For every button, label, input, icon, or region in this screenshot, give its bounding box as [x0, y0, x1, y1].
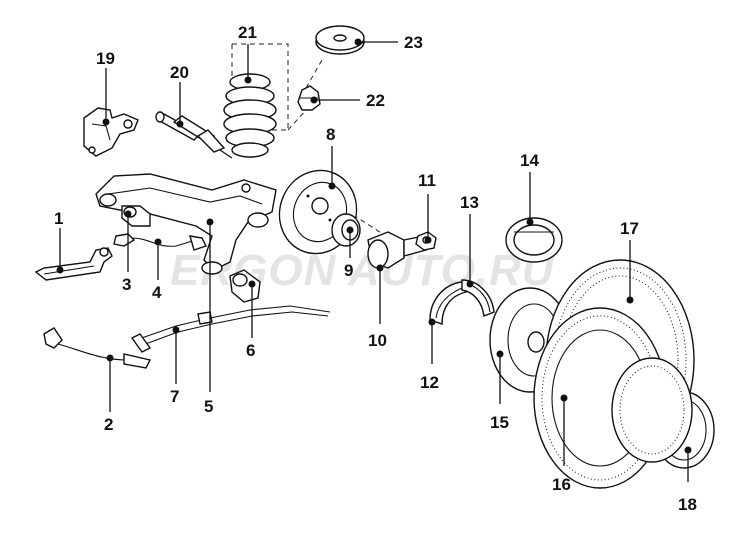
callout-14: 14 — [520, 151, 539, 170]
callout-7: 7 — [170, 387, 179, 406]
callout-23: 23 — [404, 33, 423, 52]
callout-6: 6 — [246, 341, 255, 360]
part-9-wheel-bearing — [331, 213, 361, 247]
part-2-sensor-cable — [43, 327, 152, 369]
callout-4: 4 — [152, 283, 162, 302]
callout-2: 2 — [104, 415, 113, 434]
callout-13: 13 — [460, 193, 479, 212]
callout-5: 5 — [204, 397, 213, 416]
callout-21: 21 — [238, 23, 257, 42]
part-18-hub-cap — [611, 357, 715, 469]
part-19-mount-bracket — [83, 107, 139, 157]
callout-9: 9 — [344, 261, 353, 280]
callout-20: 20 — [170, 63, 189, 82]
part-4-brake-pipe — [113, 233, 207, 251]
part-12-brake-shoe — [429, 281, 467, 325]
callout-8: 8 — [326, 125, 335, 144]
part-1-brake-hose — [34, 247, 113, 281]
part-23-spring-pad — [315, 25, 365, 55]
callouts: 1 2 3 4 5 6 7 8 9 10 11 12 13 — [54, 23, 697, 514]
callout-10: 10 — [368, 331, 387, 350]
part-21-spring — [223, 73, 277, 158]
callout-3: 3 — [122, 275, 131, 294]
part-7-handbrake-cable — [130, 305, 331, 353]
callout-16: 16 — [552, 475, 571, 494]
callout-17: 17 — [620, 219, 639, 238]
callout-18: 18 — [678, 495, 697, 514]
callout-11: 11 — [418, 171, 436, 190]
callout-15: 15 — [490, 413, 509, 432]
callout-1: 1 — [54, 209, 63, 228]
part-20-shock-absorber — [155, 111, 233, 159]
part-14-shoe-set — [505, 217, 563, 263]
part-5-control-arm — [95, 173, 277, 275]
callout-19: 19 — [96, 49, 115, 68]
callout-22: 22 — [366, 91, 385, 110]
callout-12: 12 — [420, 373, 439, 392]
